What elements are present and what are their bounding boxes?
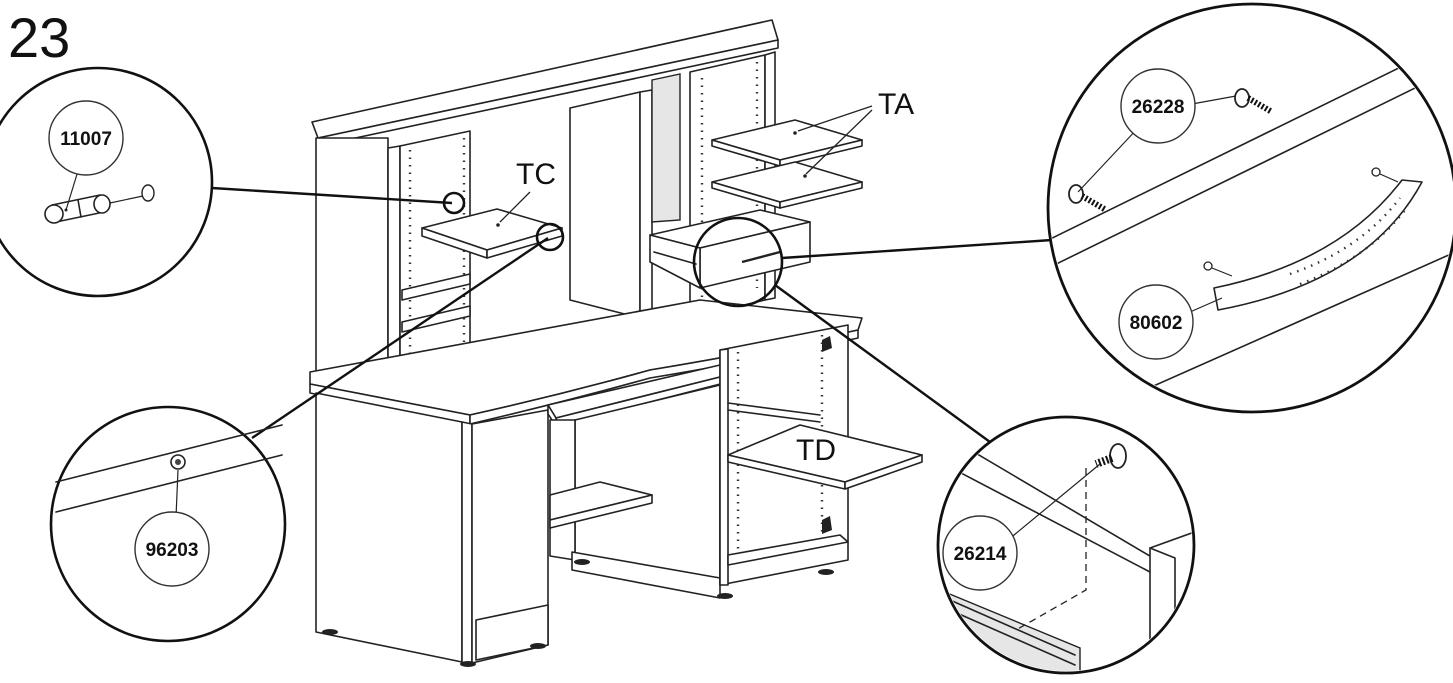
desk-illustration	[309, 19, 923, 667]
label-td: TD	[796, 434, 836, 467]
callout-handle: 26228 80602	[1046, 2, 1453, 414]
callout-screw-short: 26214	[936, 415, 1196, 675]
drawer-handle-highlight	[692, 216, 784, 308]
label-ta: TA	[878, 88, 914, 121]
screw-short-part	[1094, 443, 1127, 469]
part-label-screw-short: 26214	[954, 544, 1007, 565]
part-label-handle: 80602	[1130, 313, 1183, 334]
dowel-part	[44, 184, 155, 224]
callout-dowel: 11007	[0, 66, 466, 298]
part-label-shelf-support: 96203	[146, 540, 199, 561]
callout-shelf-support: 96203	[49, 222, 565, 643]
cd-rack	[651, 73, 681, 223]
part-label-screw-long: 26228	[1132, 97, 1185, 118]
label-tc: TC	[516, 158, 556, 191]
step-number: 23	[8, 6, 71, 69]
handle-part	[1213, 179, 1423, 311]
screw-long-part	[1068, 88, 1274, 213]
part-label-dowel: 11007	[60, 129, 112, 150]
